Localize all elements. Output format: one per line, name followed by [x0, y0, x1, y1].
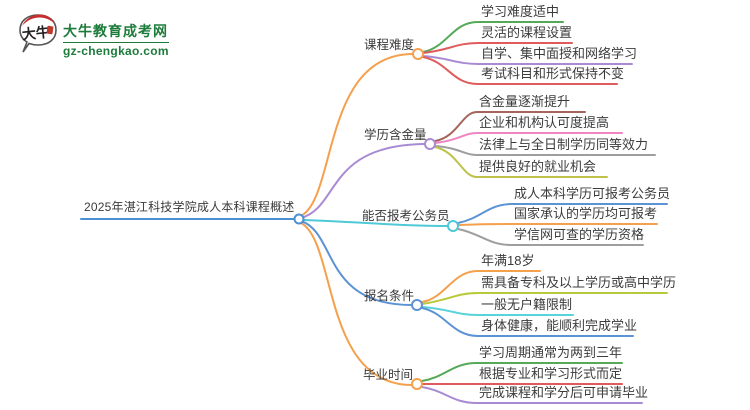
logo-icon-text: 大牛	[21, 24, 51, 44]
leaf-label: 身体健康，能顺利完成学业	[481, 318, 638, 333]
leaf-label: 需具备专科及以上学历或高中学历	[481, 275, 677, 290]
branch-label-degree-value: 学历含金量	[364, 128, 427, 142]
branch-label-enroll-conditions: 报名条件	[364, 289, 415, 303]
leaf-label: 法律上与全日制学历同等效力	[479, 137, 649, 152]
branch2-child3-line	[434, 145, 656, 156]
branch1-child2-line	[422, 42, 573, 54]
branch1-node-circle	[412, 48, 424, 60]
logo-title: 大牛教育成考网	[63, 23, 168, 39]
branch4-connector	[300, 220, 413, 306]
branch5-child3-line	[421, 386, 643, 404]
branch2-child2-line	[434, 132, 623, 144]
branch-label-graduation-time: 毕业时间	[363, 368, 414, 382]
leaf-label: 学习周期通常为两到三年	[479, 345, 623, 360]
branch3-node-circle	[447, 220, 459, 232]
leaf-label: 学习难度适中	[481, 4, 560, 19]
leaf-label: 年满18岁	[481, 253, 535, 268]
leaf-label: 企业和机构认可度提高	[479, 115, 610, 130]
leaf-label: 自学、集中面授和网络学习	[481, 46, 638, 61]
branch2-child4-line	[434, 146, 608, 178]
root-node-label: 2025年湛江科技学院成人本科课程概述	[84, 200, 295, 214]
branch3-child1-line	[457, 203, 668, 224]
branch3-child3-line	[457, 228, 644, 246]
branch3-child2-line	[458, 223, 658, 226]
logo-url: gz-chengkao.com	[63, 44, 169, 58]
branch2-node-circle	[424, 138, 436, 150]
leaf-label: 提供良好的就业机会	[479, 159, 597, 174]
branch-label-civil-service: 能否报考公务员	[362, 209, 450, 223]
branch4-child2-line	[421, 292, 668, 305]
branch1-connector	[300, 53, 414, 217]
branch4-node-circle	[411, 299, 423, 311]
root-node-circle	[293, 213, 305, 225]
leaf-label: 根据专业和学习形式而定	[479, 366, 623, 381]
leaf-label: 成人本科学历可报考公务员	[514, 186, 671, 201]
branch4-child4-line	[421, 307, 634, 337]
branch5-connector	[300, 222, 413, 386]
leaf-label: 考试科目和形式保持不变	[481, 66, 625, 81]
branch1-child3-line	[422, 55, 633, 65]
leaf-label: 一般无户籍限制	[481, 297, 573, 312]
branch2-child1-line	[434, 111, 586, 142]
branch4-child1-line	[421, 270, 541, 303]
logo-text-block: 大牛教育成考网 gz-chengkao.com	[63, 21, 169, 58]
branch4-child3-line	[421, 306, 574, 316]
branch5-node-circle	[411, 378, 423, 390]
branch1-child1-line	[422, 21, 564, 53]
leaf-label: 学信网可查的学历资格	[514, 227, 645, 242]
leaf-label: 含金量逐渐提升	[479, 94, 571, 109]
logo-divider	[63, 42, 169, 43]
daniu-logo-icon: 大牛	[19, 14, 57, 53]
site-logo: 大牛 大牛教育成考网 gz-chengkao.com	[16, 8, 169, 58]
branch2-connector	[300, 143, 426, 219]
branch1-child4-line	[422, 56, 618, 85]
branch3-connector	[303, 219, 449, 227]
branch5-child1-line	[421, 362, 623, 382]
leaf-label: 完成课程和学分后可申请毕业	[479, 385, 649, 400]
branch-label-course-difficulty: 课程难度	[364, 38, 415, 52]
leaf-label: 国家承认的学历均可报考	[514, 206, 658, 221]
leaf-label: 灵活的课程设置	[481, 25, 573, 40]
